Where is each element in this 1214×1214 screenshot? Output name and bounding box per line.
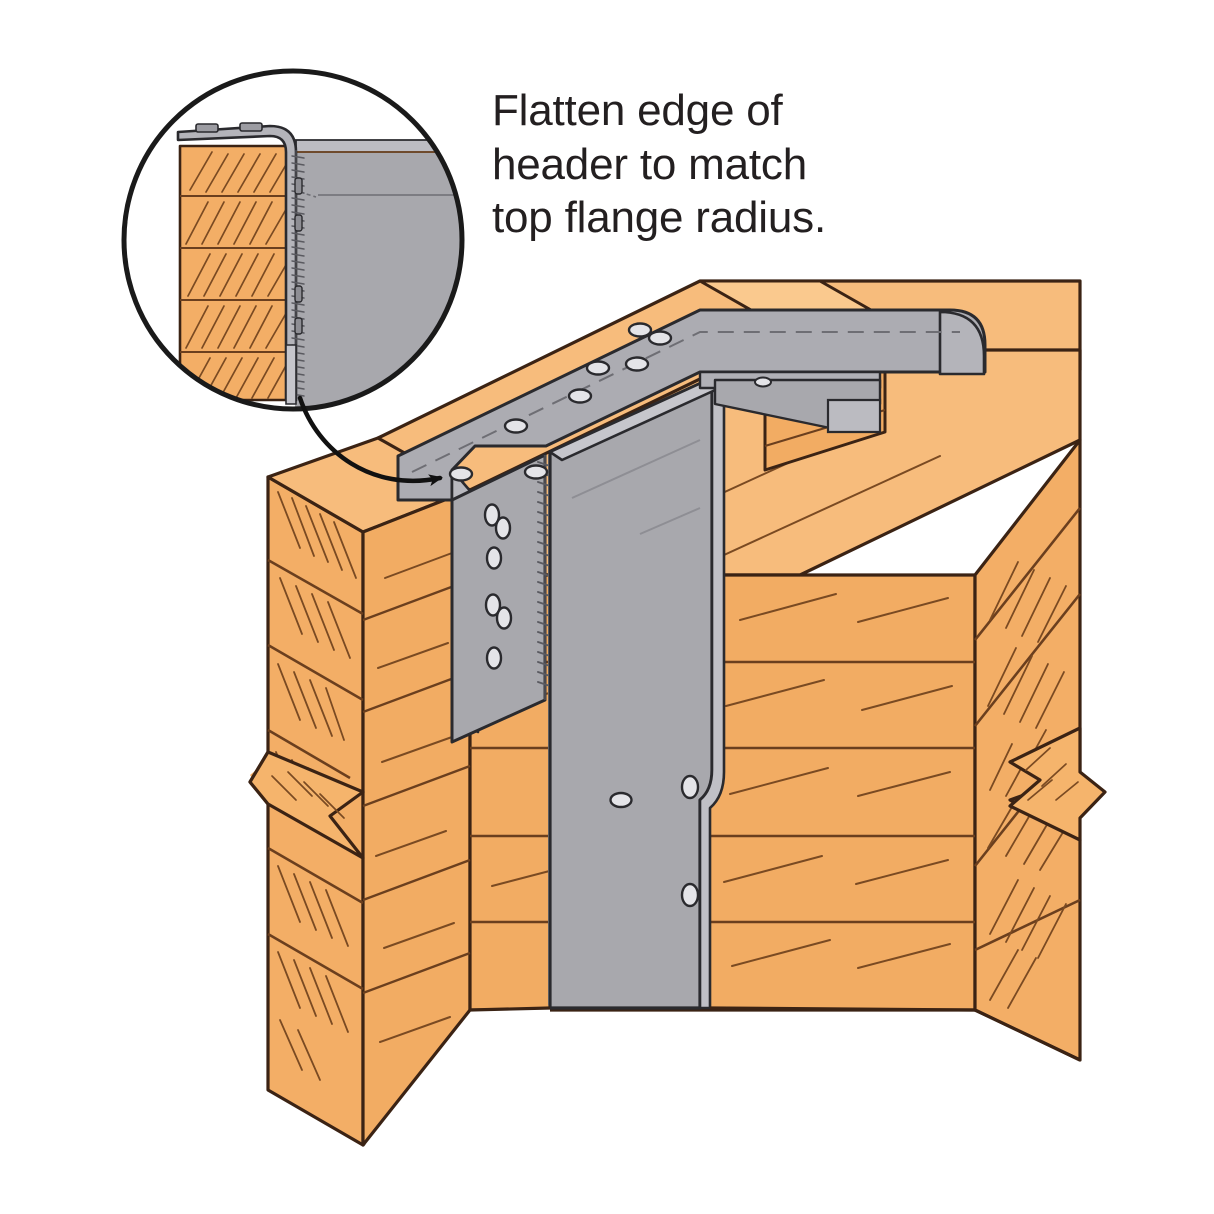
nail-hole	[567, 388, 593, 404]
nail-hole	[448, 466, 474, 482]
hanger-back-strap	[698, 370, 882, 434]
carried-joist-bottom-right-edge	[974, 1008, 1081, 1062]
hanger-web-face	[548, 376, 714, 1010]
detail-header-section	[178, 144, 296, 402]
nail-hole	[484, 593, 502, 617]
callout-leader-arrow	[297, 395, 443, 487]
right-break-symbol	[1008, 726, 1107, 842]
nail-hole	[495, 606, 513, 630]
detail-flange-bottom	[285, 344, 297, 405]
nail-hole	[294, 285, 303, 303]
joist-hanger	[396, 308, 987, 1010]
right-break-wedge	[1008, 726, 1107, 842]
nail-hole	[195, 123, 219, 133]
main-assembly	[248, 279, 1107, 1147]
nail-hole	[494, 516, 512, 540]
nail-hole	[585, 360, 611, 376]
nail-hole	[647, 330, 673, 346]
magnified-section-circle	[121, 68, 465, 412]
hanger-top-flange-radius	[938, 310, 986, 376]
detail-wood-laminations	[180, 195, 294, 353]
left-post-bottom-edge	[361, 1006, 551, 1146]
hanger-web-right-edge	[698, 376, 726, 1010]
hanger-top-flange-holes	[448, 322, 673, 482]
nail-hole	[294, 177, 303, 195]
nail-hole	[485, 646, 503, 670]
detail-flange-tabs	[195, 122, 263, 133]
nail-hole	[754, 376, 772, 388]
nail-hole	[680, 882, 700, 908]
hanger-strap-end	[826, 398, 882, 434]
carried-joist-bottom-edge	[709, 1006, 976, 1012]
nail-hole	[680, 774, 700, 800]
detail-bend-corrugation	[291, 150, 305, 400]
nail-hole	[294, 214, 303, 232]
left-post-end-grain-hatching	[267, 491, 364, 1081]
carried-joist-grain	[491, 593, 953, 969]
left-break-wedge	[248, 750, 365, 860]
nail-hole	[503, 418, 529, 434]
hanger-side-flange-holes	[483, 503, 513, 670]
nail-hole	[523, 464, 549, 480]
left-break-symbol	[248, 750, 365, 860]
nail-hole	[627, 322, 653, 338]
hanger-top-flange	[396, 308, 987, 502]
hanger-web-crease	[571, 439, 701, 535]
nail-hole	[624, 356, 650, 372]
nail-hole	[609, 791, 633, 809]
nail-hole	[485, 546, 503, 570]
hanger-web-holes	[609, 774, 700, 908]
flatten-edge-annotation: Flatten edge of header to match top flan…	[492, 86, 826, 243]
nail-hole	[294, 317, 303, 335]
nail-hole	[483, 503, 501, 527]
left-post-grain	[375, 552, 455, 1043]
nail-hole	[239, 122, 263, 132]
